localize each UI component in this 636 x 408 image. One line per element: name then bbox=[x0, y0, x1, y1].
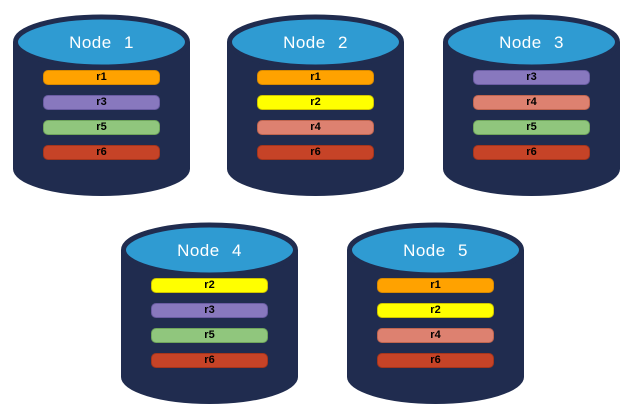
cylinder-top bbox=[121, 222, 298, 278]
replica-bar-r5: r5 bbox=[43, 120, 160, 135]
replica-list: r3 r4 r5 r6 bbox=[473, 70, 590, 170]
replica-bar-r6: r6 bbox=[43, 145, 160, 160]
cylinder-top bbox=[443, 14, 620, 70]
replica-bar-r6: r6 bbox=[377, 353, 494, 368]
replica-bar-r6: r6 bbox=[473, 145, 590, 160]
database-node-3: Node 3 r3 r4 r5 r6 bbox=[441, 6, 622, 198]
replica-bar-r6: r6 bbox=[151, 353, 268, 368]
node-title: Node 3 bbox=[499, 33, 564, 52]
cylinder-top bbox=[227, 14, 404, 70]
replica-bar-r1: r1 bbox=[377, 278, 494, 293]
replica-bar-r5: r5 bbox=[473, 120, 590, 135]
replica-bar-r3: r3 bbox=[473, 70, 590, 85]
replica-bar-r4: r4 bbox=[377, 328, 494, 343]
node-title: Node 1 bbox=[69, 33, 134, 52]
database-node-1: Node 1 r1 r3 r5 r6 bbox=[11, 6, 192, 198]
replica-bar-r1: r1 bbox=[43, 70, 160, 85]
replica-bar-r1: r1 bbox=[257, 70, 374, 85]
replica-bar-r3: r3 bbox=[43, 95, 160, 110]
database-node-5: Node 5 r1 r2 r4 r6 bbox=[345, 214, 526, 406]
replica-bar-r4: r4 bbox=[473, 95, 590, 110]
node-title: Node 2 bbox=[283, 33, 348, 52]
node-title: Node 5 bbox=[403, 241, 468, 260]
database-node-2: Node 2 r1 r2 r4 r6 bbox=[225, 6, 406, 198]
replica-bar-r2: r2 bbox=[257, 95, 374, 110]
replica-list: r2 r3 r5 r6 bbox=[151, 278, 268, 378]
replica-bar-r2: r2 bbox=[377, 303, 494, 318]
replica-bar-r4: r4 bbox=[257, 120, 374, 135]
replica-bar-r5: r5 bbox=[151, 328, 268, 343]
replica-list: r1 r3 r5 r6 bbox=[43, 70, 160, 170]
replica-list: r1 r2 r4 r6 bbox=[377, 278, 494, 378]
cylinder-top bbox=[347, 222, 524, 278]
database-node-4: Node 4 r2 r3 r5 r6 bbox=[119, 214, 300, 406]
replica-bar-r3: r3 bbox=[151, 303, 268, 318]
cylinder-top bbox=[13, 14, 190, 70]
replica-bar-r6: r6 bbox=[257, 145, 374, 160]
replica-bar-r2: r2 bbox=[151, 278, 268, 293]
replica-list: r1 r2 r4 r6 bbox=[257, 70, 374, 170]
node-title: Node 4 bbox=[177, 241, 242, 260]
